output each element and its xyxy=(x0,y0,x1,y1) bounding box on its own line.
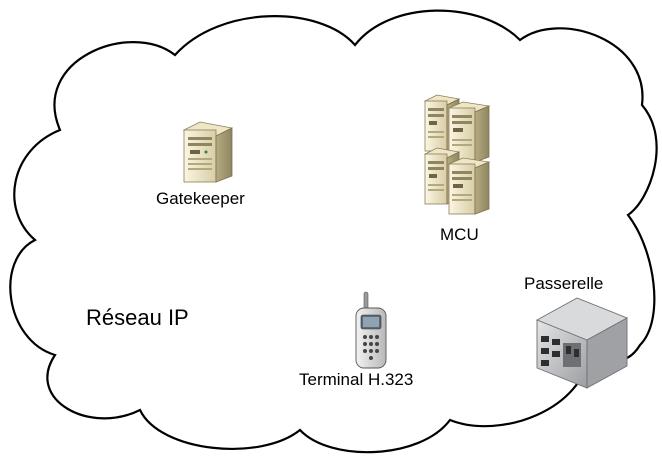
gateway-box-icon xyxy=(535,297,629,389)
network-label: Réseau IP xyxy=(86,305,189,330)
passerelle-label: Passerelle xyxy=(524,274,604,293)
gatekeeper-label: Gatekeeper xyxy=(156,189,245,208)
mcu-label: MCU xyxy=(440,225,479,244)
terminal-label: Terminal H.323 xyxy=(299,370,414,389)
server-tower-icon xyxy=(182,121,234,183)
server-cluster-icon xyxy=(423,94,491,215)
mobile-phone-icon xyxy=(355,291,387,369)
